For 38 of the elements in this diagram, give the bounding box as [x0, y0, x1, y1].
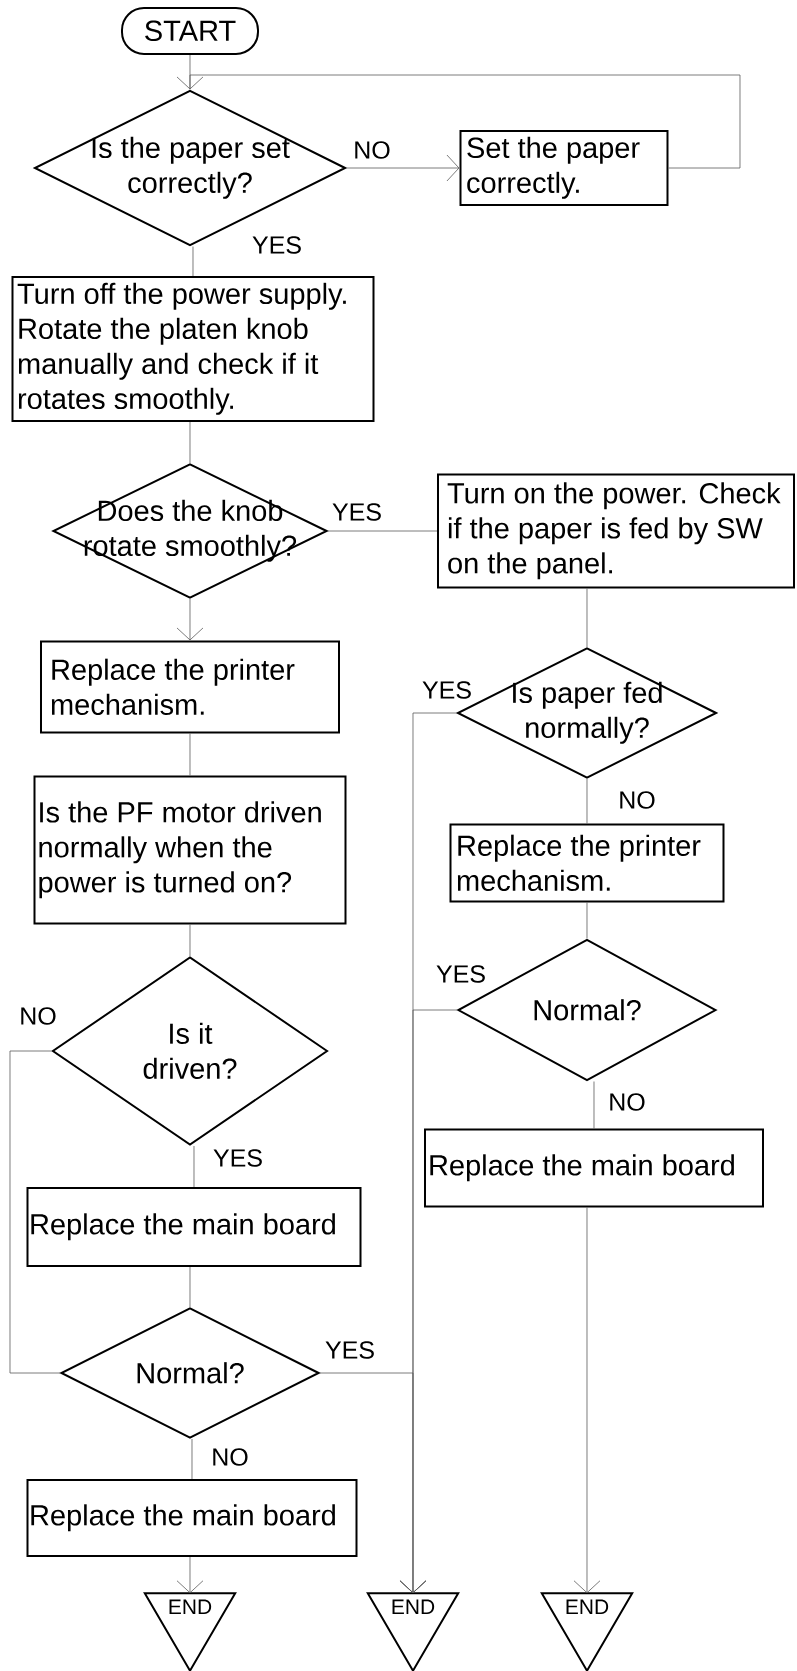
connector-line: [189, 1266, 191, 1308]
process-box: Is the PF motor driven normally when the power is turned on?: [33, 775, 347, 925]
arrow: [346, 154, 460, 182]
arrow: [573, 1207, 601, 1594]
process-box: Turn off the power supply. Rotate the platen knob manually and check if it rotates smoothly.: [11, 276, 375, 422]
edge-label: NO: [617, 790, 657, 810]
edge-label: YES: [212, 1148, 264, 1168]
connector-line: [593, 1081, 595, 1129]
edge-label: NO: [352, 140, 392, 160]
process-box: Replace the printer mechanism.: [449, 823, 725, 903]
edge-label: NO: [607, 1092, 647, 1112]
process-box: Replace the main board: [26, 1187, 362, 1267]
connector-line: [189, 733, 191, 776]
edge-label: YES: [324, 1340, 376, 1360]
connector-line: [327, 530, 438, 532]
connector-line: [189, 924, 191, 957]
process-box: Replace the printer mechanism.: [40, 640, 340, 734]
connector-line: [586, 902, 588, 939]
process-box: Replace the main board: [424, 1128, 764, 1208]
arrow: [319, 1372, 427, 1594]
connector-line: [189, 54, 191, 90]
connector-line: [193, 1145, 195, 1188]
end-triangle: END: [540, 1592, 634, 1671]
arrow: [176, 74, 741, 169]
process-box: Set the paper correctly.: [459, 130, 669, 206]
connector-line: [586, 588, 588, 648]
connector-line: [191, 1438, 193, 1480]
start-terminal: START: [121, 7, 259, 55]
connector-line: [9, 1050, 61, 1374]
connector-line: [189, 421, 191, 464]
edge-label: NO: [210, 1447, 250, 1467]
connector-line: [586, 778, 588, 824]
edge-label: YES: [331, 502, 383, 522]
process-box: Replace the main board: [26, 1479, 358, 1557]
end-triangle: END: [366, 1592, 460, 1671]
connector-line: [192, 246, 194, 277]
end-triangle: END: [143, 1592, 237, 1671]
process-box: Turn on the power. Check if the paper is fed by SW on the panel.: [437, 473, 795, 589]
